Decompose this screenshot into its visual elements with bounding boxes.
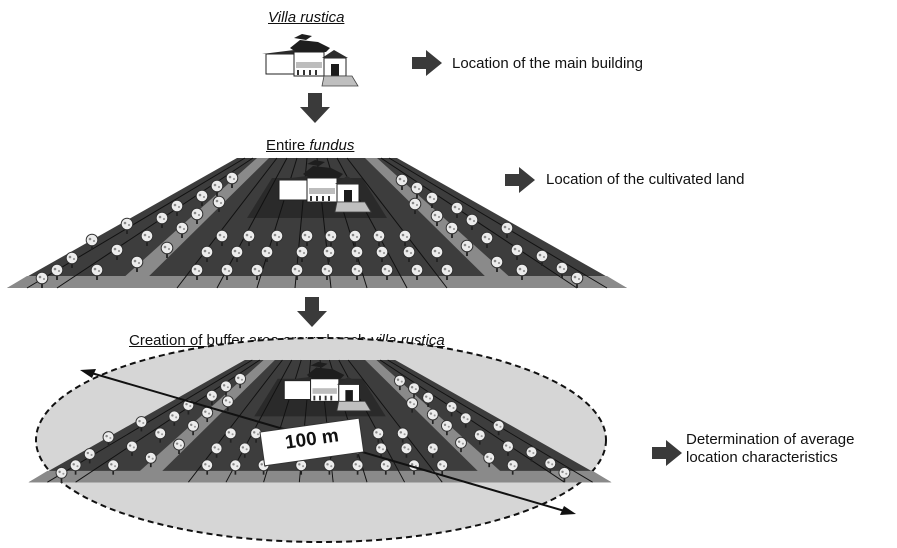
down-arrow-icon xyxy=(297,297,327,327)
stage2-description: Location of the cultivated land xyxy=(546,171,745,188)
down-arrow-icon xyxy=(300,93,330,123)
fundus-field xyxy=(6,157,628,289)
stage1-title-italic: Villa rustica xyxy=(268,9,345,26)
villa-building-icon xyxy=(261,33,359,87)
stage1-title: Villa rustica xyxy=(268,9,344,26)
right-arrow-icon xyxy=(652,440,682,466)
stage3-description-line2: location characteristics xyxy=(686,449,838,466)
stage2-title-italic: fundus xyxy=(309,137,355,154)
right-arrow-icon xyxy=(412,50,442,76)
distance-label-box xyxy=(259,417,365,467)
right-arrow-icon xyxy=(505,167,535,193)
stage2-title-plain: Entire xyxy=(266,137,310,154)
stage2-title: Entire fundus xyxy=(266,137,354,154)
stage3-description-line1: Determination of average xyxy=(686,431,855,448)
stage1-description: Location of the main building xyxy=(452,55,643,72)
